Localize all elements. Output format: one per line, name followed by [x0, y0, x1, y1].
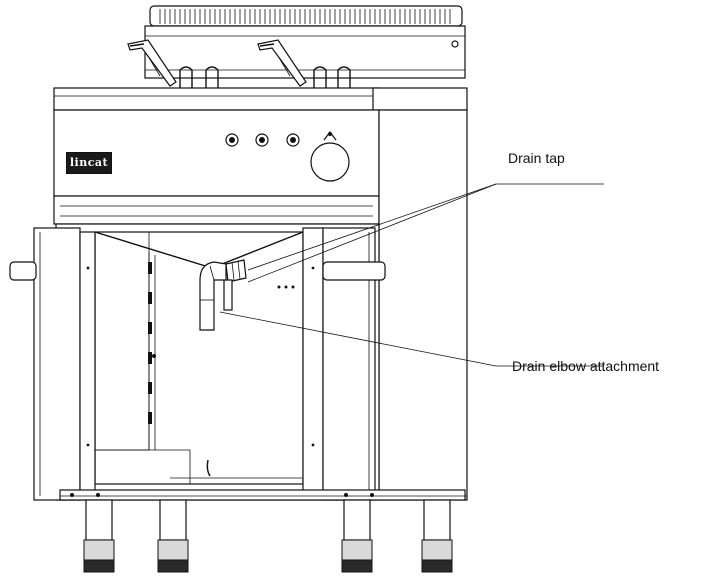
brand-logo: lincat [66, 152, 112, 174]
callout-label-drain-elbow: Drain elbow attachment [512, 358, 660, 374]
callout-label-drain-tap: Drain tap [508, 150, 565, 166]
base [59, 489, 466, 501]
drain-tap [223, 259, 247, 311]
foot-4 [421, 499, 453, 573]
basket-hooks [179, 66, 351, 88]
top-lid [144, 5, 466, 79]
side-cabinet [378, 109, 468, 501]
foot-2 [157, 499, 189, 573]
foot-3 [341, 499, 373, 573]
callout-drain-elbow-leader [219, 311, 604, 367]
basket-handle-left [127, 39, 177, 87]
drain-elbow [199, 261, 227, 331]
worktop [53, 87, 468, 111]
dots [277, 285, 295, 289]
lid-grille [159, 9, 451, 24]
indicator-lights [225, 133, 300, 147]
right-door [302, 227, 386, 501]
callout-drain-tap-leader [247, 183, 604, 283]
interior-cavity [94, 231, 304, 485]
foot-1 [83, 499, 115, 573]
left-door [9, 227, 96, 501]
brand-logo-text: lincat [69, 156, 109, 169]
thermostat-knob [310, 131, 350, 182]
basket-handle-right [257, 39, 307, 87]
